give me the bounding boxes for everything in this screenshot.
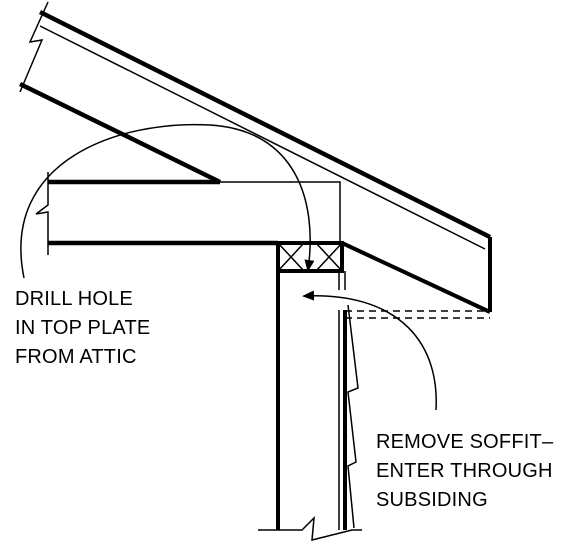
attic-slope-line xyxy=(19,81,221,185)
ceiling-joist xyxy=(48,179,278,246)
attic-note-line-3: FROM ATTIC xyxy=(15,346,137,368)
drill-arrow xyxy=(20,123,315,279)
soffit-note-line-1: REMOVE SOFFIT– xyxy=(376,431,554,453)
attic-note-line-2: IN TOP PLATE xyxy=(15,317,150,339)
exterior-siding xyxy=(338,304,359,530)
wall-stud xyxy=(276,243,346,530)
soffit-arrow xyxy=(302,290,437,411)
removed-soffit-dashed xyxy=(345,310,490,319)
attic-note-line-1: DRILL HOLE xyxy=(15,288,133,310)
ceiling-break-line xyxy=(35,172,49,255)
roof-rafter xyxy=(38,9,492,312)
drill-path-line xyxy=(220,181,341,243)
wall-break-line xyxy=(258,516,362,541)
soffit-board xyxy=(341,241,491,314)
soffit-note-line-3: SUBSIDING xyxy=(376,489,488,511)
soffit-note-line-2: ENTER THROUGH xyxy=(376,460,553,482)
rafter-break-line xyxy=(19,1,49,93)
